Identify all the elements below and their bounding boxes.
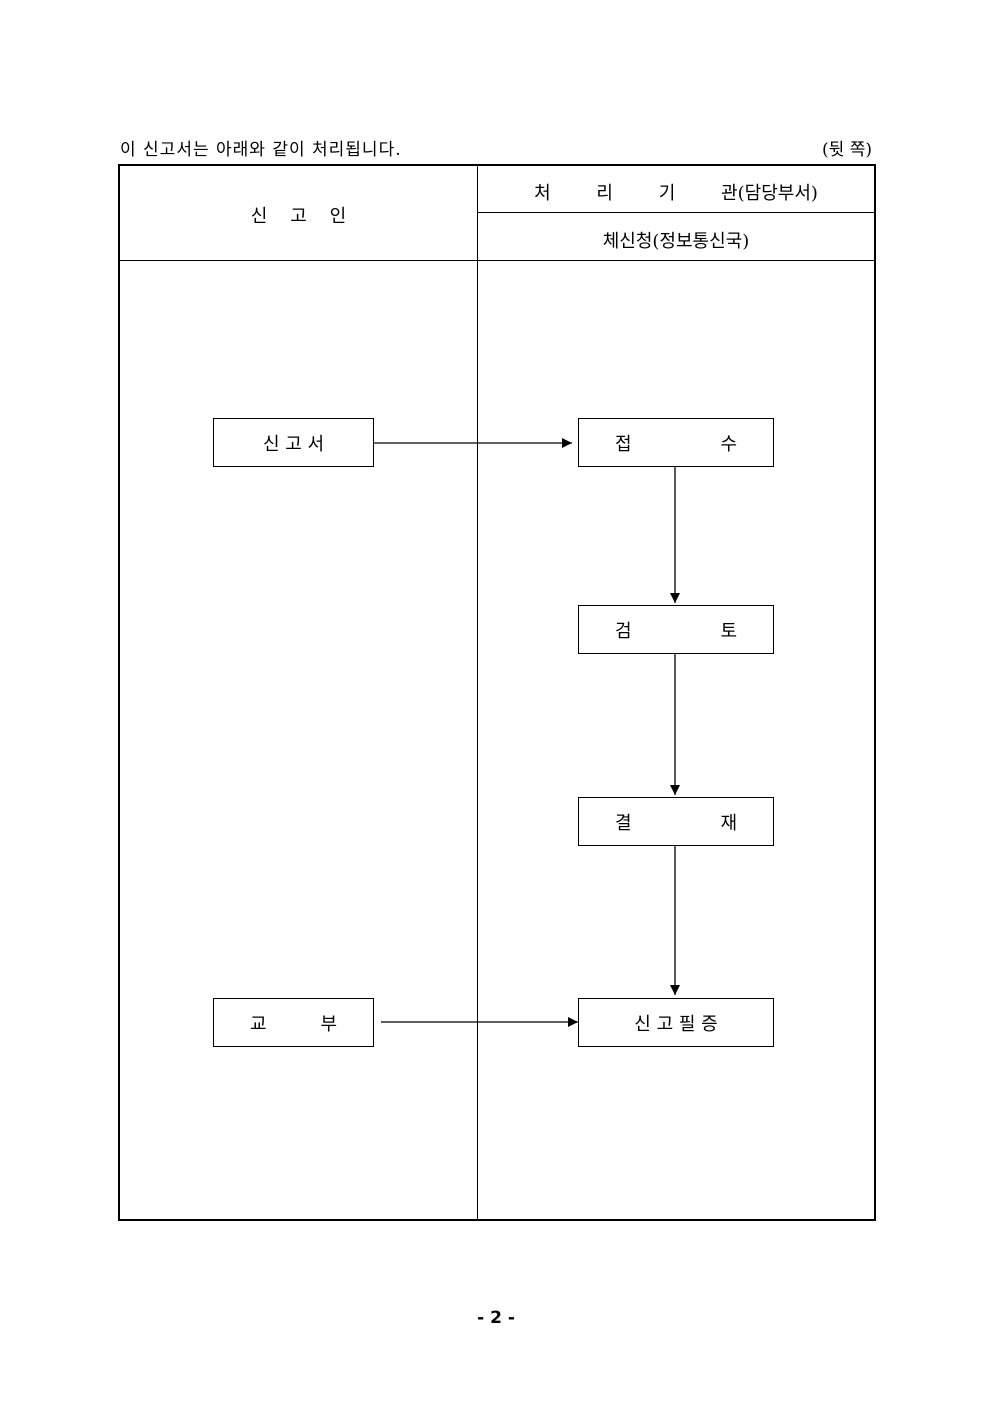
- box-review-label-left: 검: [615, 620, 632, 642]
- box-receipt-label-left: 접: [615, 433, 632, 455]
- agency-department: 체신청(정보통신국): [602, 231, 750, 252]
- header-divider: [120, 260, 874, 261]
- box-certificate: 신 고 필 증: [578, 998, 774, 1047]
- box-receipt-label-right: 수: [720, 433, 737, 455]
- page-number: - 2 -: [477, 1308, 515, 1328]
- box-approval-label-left: 결: [615, 812, 632, 834]
- box-review-label-right: 토: [720, 620, 737, 642]
- process-table: [118, 164, 876, 1221]
- box-issue: 교 부: [213, 998, 374, 1047]
- box-report-form-label: 신 고 서: [262, 433, 325, 455]
- agency-header-divider: [477, 212, 874, 213]
- box-approval-label-right: 재: [720, 812, 737, 834]
- box-report-form: 신 고 서: [213, 418, 374, 467]
- box-approval: 결 재: [578, 797, 774, 846]
- box-issue-label-right: 부: [320, 1013, 337, 1035]
- box-certificate-label: 신 고 필 증: [634, 1013, 718, 1035]
- back-side-label: (뒷 쪽): [822, 140, 872, 160]
- applicant-column-header: 신 고 인: [250, 206, 347, 227]
- box-issue-label-left: 교: [250, 1013, 267, 1035]
- intro-text: 이 신고서는 아래와 같이 처리됩니다.: [120, 140, 402, 160]
- agency-column-header: 처 리 기 관(담당부서): [534, 183, 818, 204]
- column-divider: [477, 166, 478, 1219]
- box-receipt: 접 수: [578, 418, 774, 467]
- box-review: 검 토: [578, 605, 774, 654]
